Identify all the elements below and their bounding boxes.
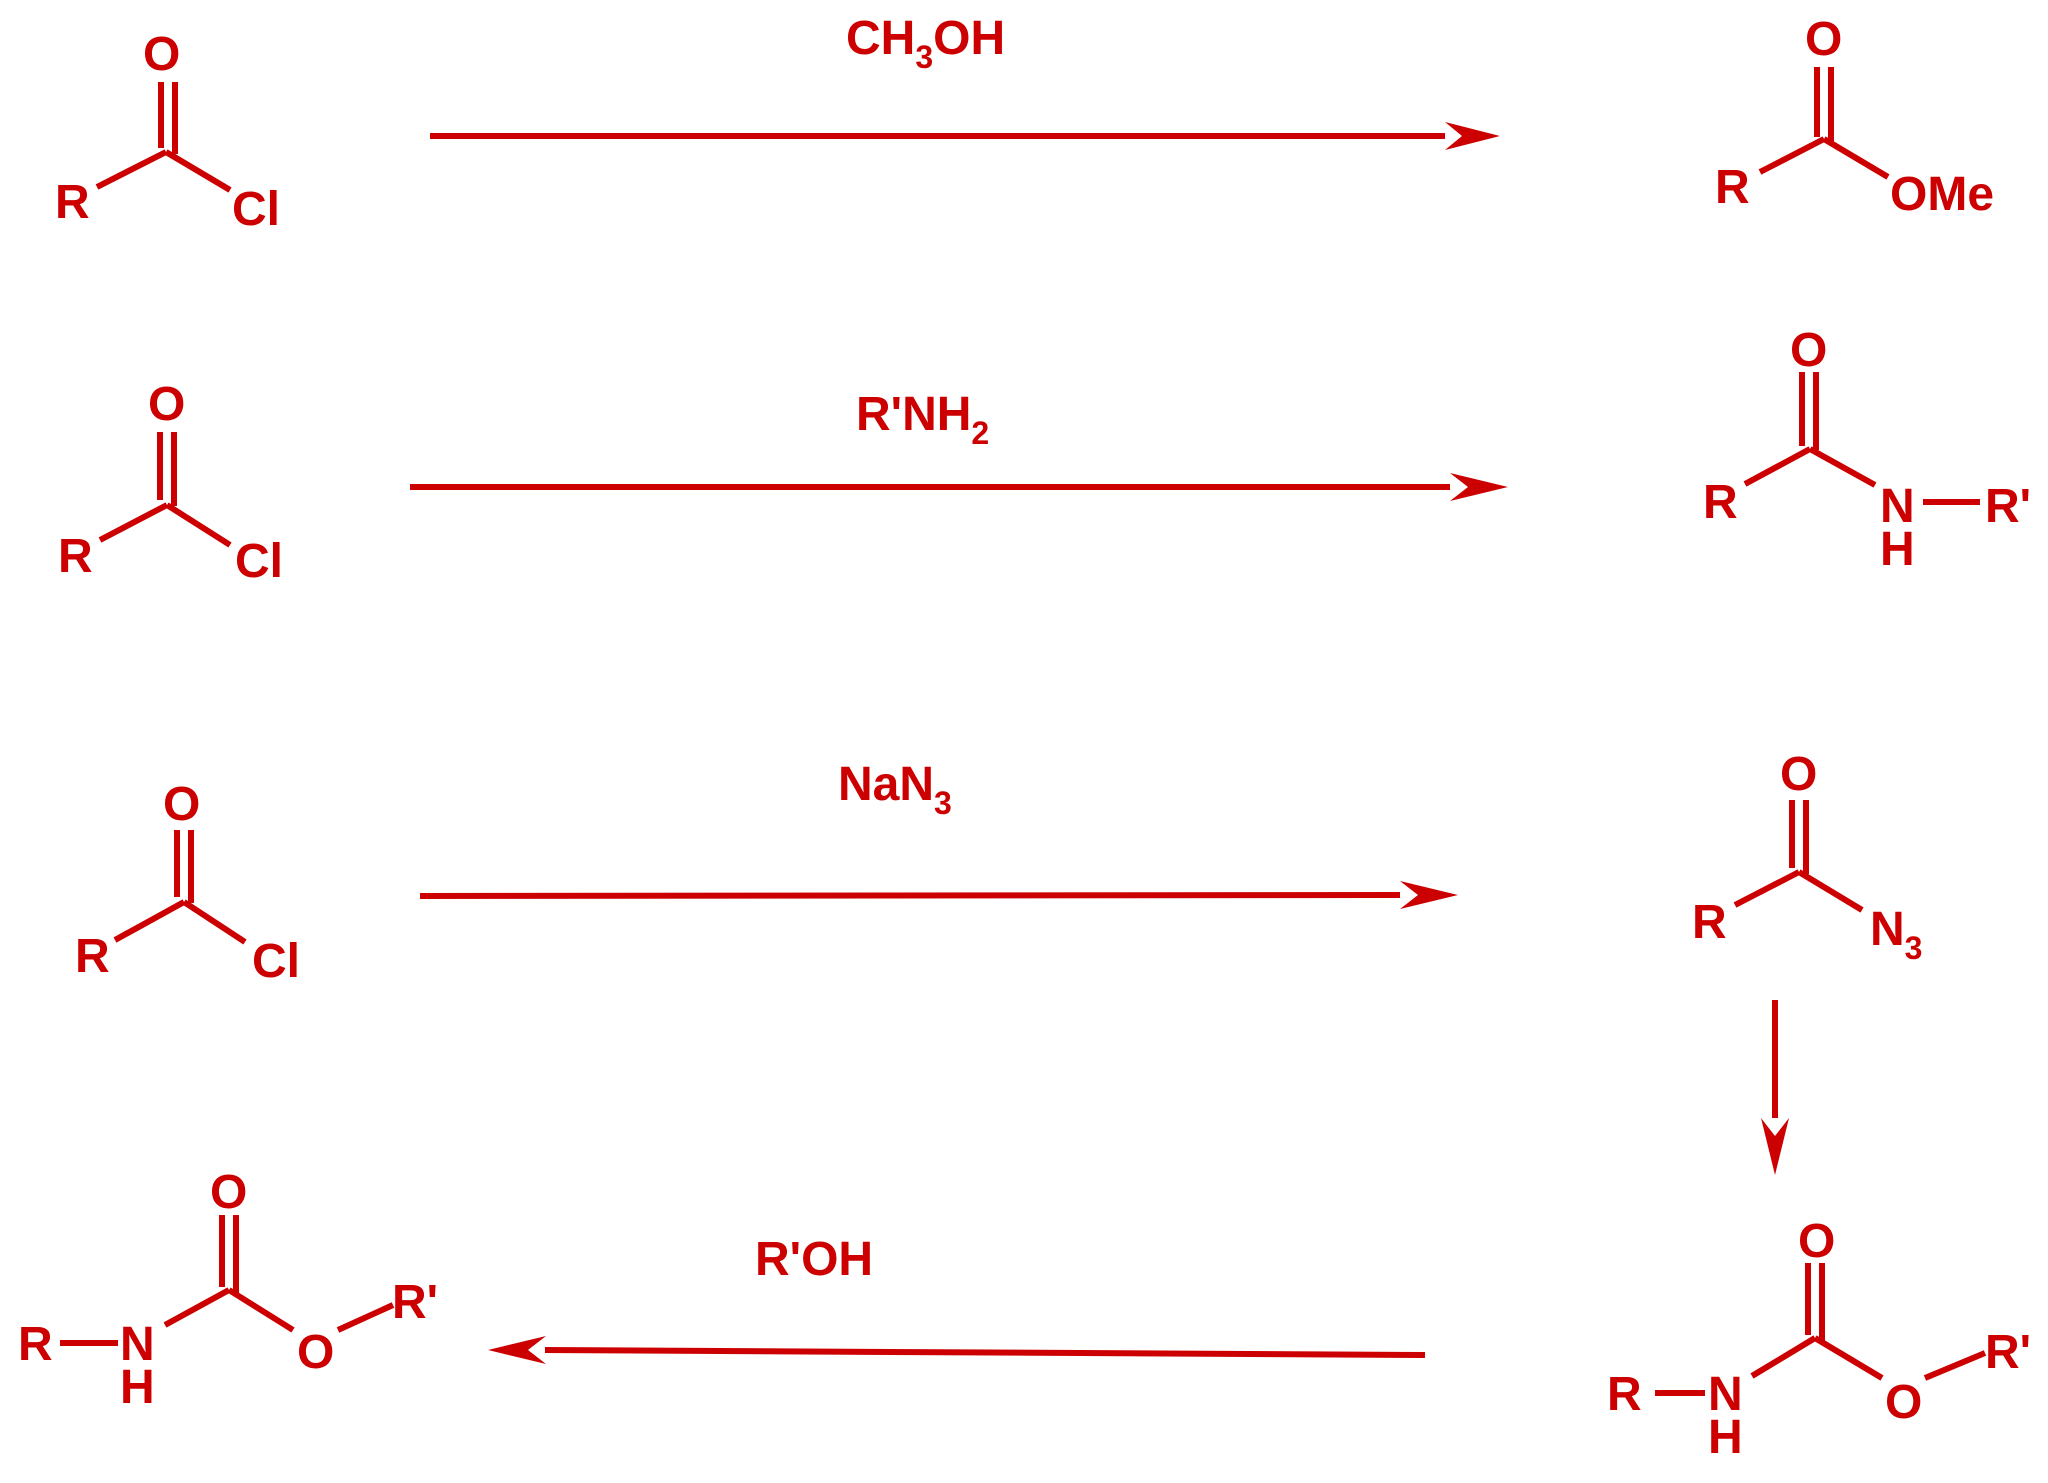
atom-O: O xyxy=(1780,748,1817,801)
atom-N: N xyxy=(1708,1368,1743,1421)
atom-O-ester: O xyxy=(1885,1376,1922,1429)
reaction-arrow-4 xyxy=(488,1336,1426,1364)
atom-R: R xyxy=(1692,896,1727,949)
atom-R-prime: R' xyxy=(392,1276,438,1329)
reaction-arrow-down xyxy=(1761,1000,1789,1175)
atom-O: O xyxy=(1798,1215,1835,1268)
reaction-arrow-2 xyxy=(410,473,1508,501)
atom-H: H xyxy=(120,1361,155,1414)
product-carbamate-right: O R N H O R' xyxy=(1607,1215,2031,1464)
atom-R: R xyxy=(58,530,93,583)
atom-O: O xyxy=(148,378,185,431)
reaction-arrow-3 xyxy=(419,881,1458,909)
atom-Cl: Cl xyxy=(232,183,280,236)
product-amide: O R N H R' xyxy=(1703,324,2031,576)
reactant-acid-chloride-1: O R Cl xyxy=(55,28,280,236)
atom-N3: N3 xyxy=(1870,903,1922,966)
atom-H: H xyxy=(1708,1411,1743,1464)
reaction-arrow-1 xyxy=(430,122,1500,150)
atom-OMe: OMe xyxy=(1890,168,1994,221)
atom-R: R xyxy=(55,176,90,229)
atom-Cl: Cl xyxy=(235,535,283,588)
reagent-amine: R'NH2 xyxy=(856,388,989,451)
atom-R: R xyxy=(1715,161,1750,214)
reactant-acid-chloride-2: O R Cl xyxy=(58,378,283,588)
reagent-sodium-azide: NaN3 xyxy=(838,758,952,821)
reagent-methanol: CH3OH xyxy=(846,12,1005,75)
atom-H: H xyxy=(1880,523,1915,576)
atom-O: O xyxy=(1805,13,1842,66)
product-acyl-azide: O R N3 xyxy=(1692,748,1922,966)
atom-R: R xyxy=(1607,1368,1642,1421)
reagent-alcohol: R'OH xyxy=(755,1233,873,1286)
atom-R: R xyxy=(75,930,110,983)
atom-N: N xyxy=(120,1318,155,1371)
atom-R-prime: R' xyxy=(1985,480,2031,533)
atom-R: R xyxy=(1703,476,1738,529)
atom-O: O xyxy=(163,778,200,831)
reactant-acid-chloride-3: O R Cl xyxy=(75,778,300,988)
atom-O: O xyxy=(143,28,180,81)
atom-Cl: Cl xyxy=(252,935,300,988)
product-methyl-ester: O R OMe xyxy=(1715,13,1994,221)
atom-O: O xyxy=(210,1166,247,1219)
atom-R: R xyxy=(18,1318,53,1371)
atom-N: N xyxy=(1880,480,1915,533)
atom-O: O xyxy=(1790,324,1827,377)
atom-O-ester: O xyxy=(297,1326,334,1379)
atom-R-prime: R' xyxy=(1985,1326,2031,1379)
product-carbamate-left: O R N H O R' xyxy=(18,1166,438,1414)
